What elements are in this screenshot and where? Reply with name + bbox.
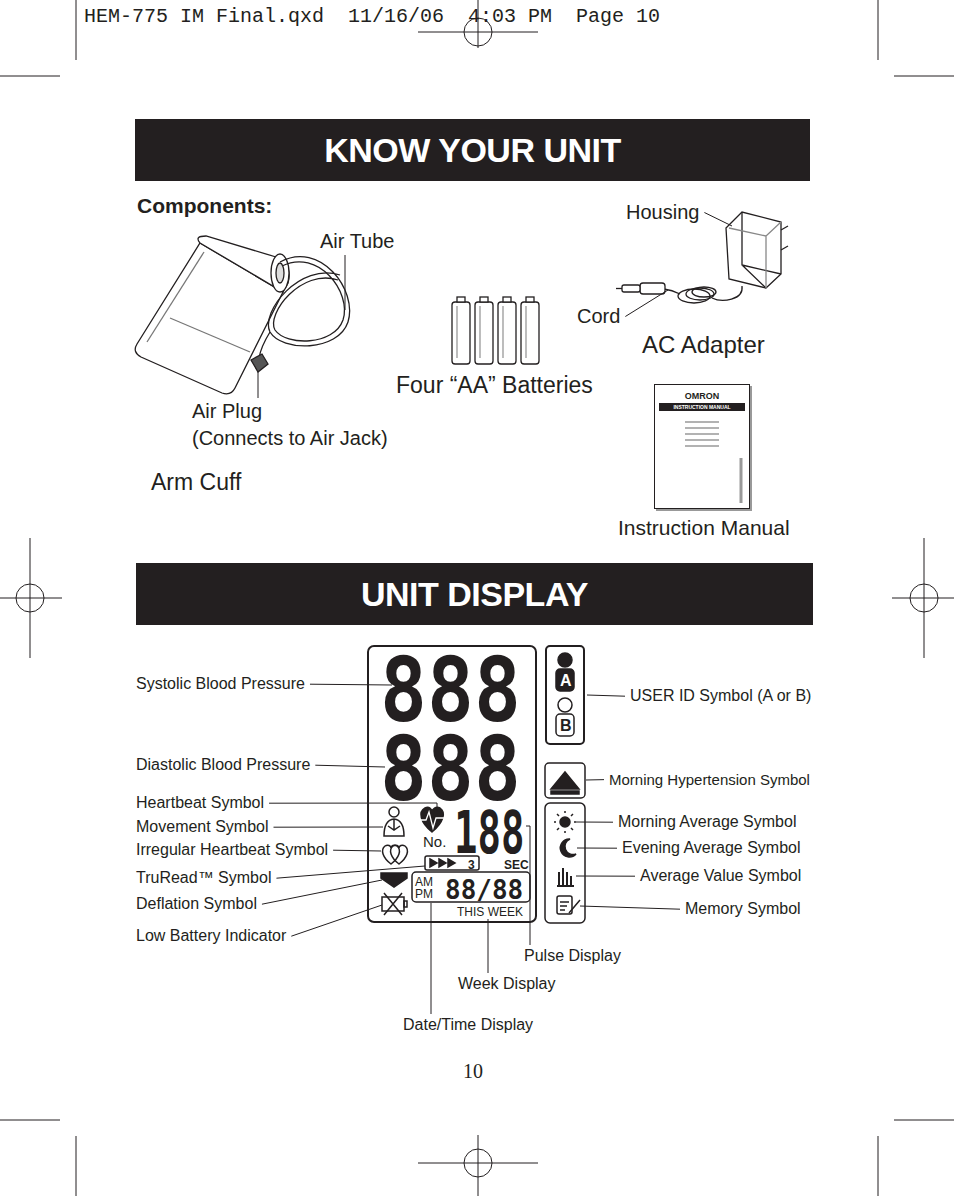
leader-line: [587, 695, 625, 696]
leader-line: [315, 765, 385, 767]
leader-line: [262, 880, 382, 904]
lcd-digits: 888: [380, 645, 521, 735]
lcd-text: 3: [468, 859, 475, 871]
part-label: AC Adapter: [642, 331, 765, 359]
section-title: KNOW YOUR UNIT: [324, 131, 620, 170]
cover-line: [685, 439, 719, 441]
leader-line: [488, 919, 489, 973]
callout-label: Date/Time Display: [403, 1016, 533, 1034]
leader-line: [576, 822, 613, 823]
leader-line: [345, 255, 346, 310]
leader-line: [258, 372, 259, 398]
leader-line: [526, 826, 530, 945]
cover-line: [685, 433, 719, 435]
callout-label: Systolic Blood Pressure: [136, 675, 305, 693]
lcd-text: SEC: [504, 859, 529, 871]
user-letter: A: [560, 673, 572, 689]
cover-title: INSTRUCTION MANUAL: [659, 403, 745, 411]
callout-label: Deflation Symbol: [136, 895, 257, 913]
batteries: [452, 297, 539, 364]
leader-line: [576, 876, 635, 877]
lcd-text: THIS WEEK: [457, 906, 523, 918]
part-label: Housing: [626, 201, 699, 224]
part-label: Instruction Manual: [618, 516, 790, 540]
leader-line: [310, 684, 392, 686]
section-band: UNIT DISPLAY: [136, 563, 813, 625]
callout-label: TruRead™ Symbol: [136, 869, 271, 887]
lcd-text: No.: [423, 834, 446, 849]
callout-label: Low Battery Indicator: [136, 927, 286, 945]
cover-line: [685, 445, 719, 447]
callout-label: Evening Average Symbol: [622, 839, 800, 857]
leader-line: [333, 850, 381, 852]
leader-line: [431, 903, 432, 1014]
leader-line: [586, 779, 604, 780]
callout-label: Week Display: [458, 975, 556, 993]
part-label: Cord: [577, 305, 620, 328]
section-heading: Components:: [137, 194, 272, 218]
callout-label: Heartbeat Symbol: [136, 794, 264, 812]
lcd-digits: 888: [380, 724, 521, 814]
callout-label: Memory Symbol: [685, 900, 801, 918]
arm-cuff: [135, 236, 349, 394]
lcd-panel: 888888No. 1883 SEC AMPM 88/88THIS WEEK: [367, 645, 537, 923]
callout-label: Morning Hypertension Symbol: [609, 771, 810, 788]
callout-label: Average Value Symbol: [640, 867, 801, 885]
leader-line: [577, 848, 617, 849]
lcd-text: AM: [415, 876, 433, 888]
callout-label: Irregular Heartbeat Symbol: [136, 841, 328, 859]
section-title: UNIT DISPLAY: [361, 575, 588, 614]
cover-line: [685, 427, 719, 429]
part-label: Air Tube: [320, 230, 394, 253]
page-number: 10: [463, 1060, 483, 1083]
part-label: Four “AA” Batteries: [396, 372, 593, 398]
leader-line: [704, 213, 732, 227]
lcd-digits: 88/88: [445, 876, 523, 903]
leader-line: [580, 906, 680, 909]
cover-line: [740, 458, 743, 503]
callout-label: Morning Average Symbol: [618, 813, 796, 831]
leader-line: [276, 866, 425, 878]
callout-label: Diastolic Blood Pressure: [136, 756, 310, 774]
callout-label: Movement Symbol: [136, 818, 269, 836]
cover-line: [685, 421, 719, 423]
ac-adapter: [616, 212, 788, 303]
slug-line: HEM-775 IM Final.qxd 11/16/06 4:03 PM Pa…: [84, 5, 660, 28]
cover-art: [655, 418, 749, 508]
manual-cover: OMRON INSTRUCTION MANUAL: [654, 384, 750, 509]
user-letter: B: [560, 718, 572, 734]
callout-label: Pulse Display: [524, 947, 621, 965]
callout-label: USER ID Symbol (A or B): [630, 687, 811, 705]
lcd-digits: 188: [454, 803, 524, 862]
part-label: Arm Cuff: [151, 469, 241, 495]
brand-text: OMRON: [655, 391, 749, 401]
lcd-text: PM: [415, 888, 433, 900]
part-note: (Connects to Air Jack): [192, 427, 388, 450]
leader-line: [625, 290, 668, 317]
user-id-panel: AB: [545, 645, 585, 745]
section-band: KNOW YOUR UNIT: [135, 119, 810, 181]
part-label: Air Plug: [192, 400, 262, 423]
